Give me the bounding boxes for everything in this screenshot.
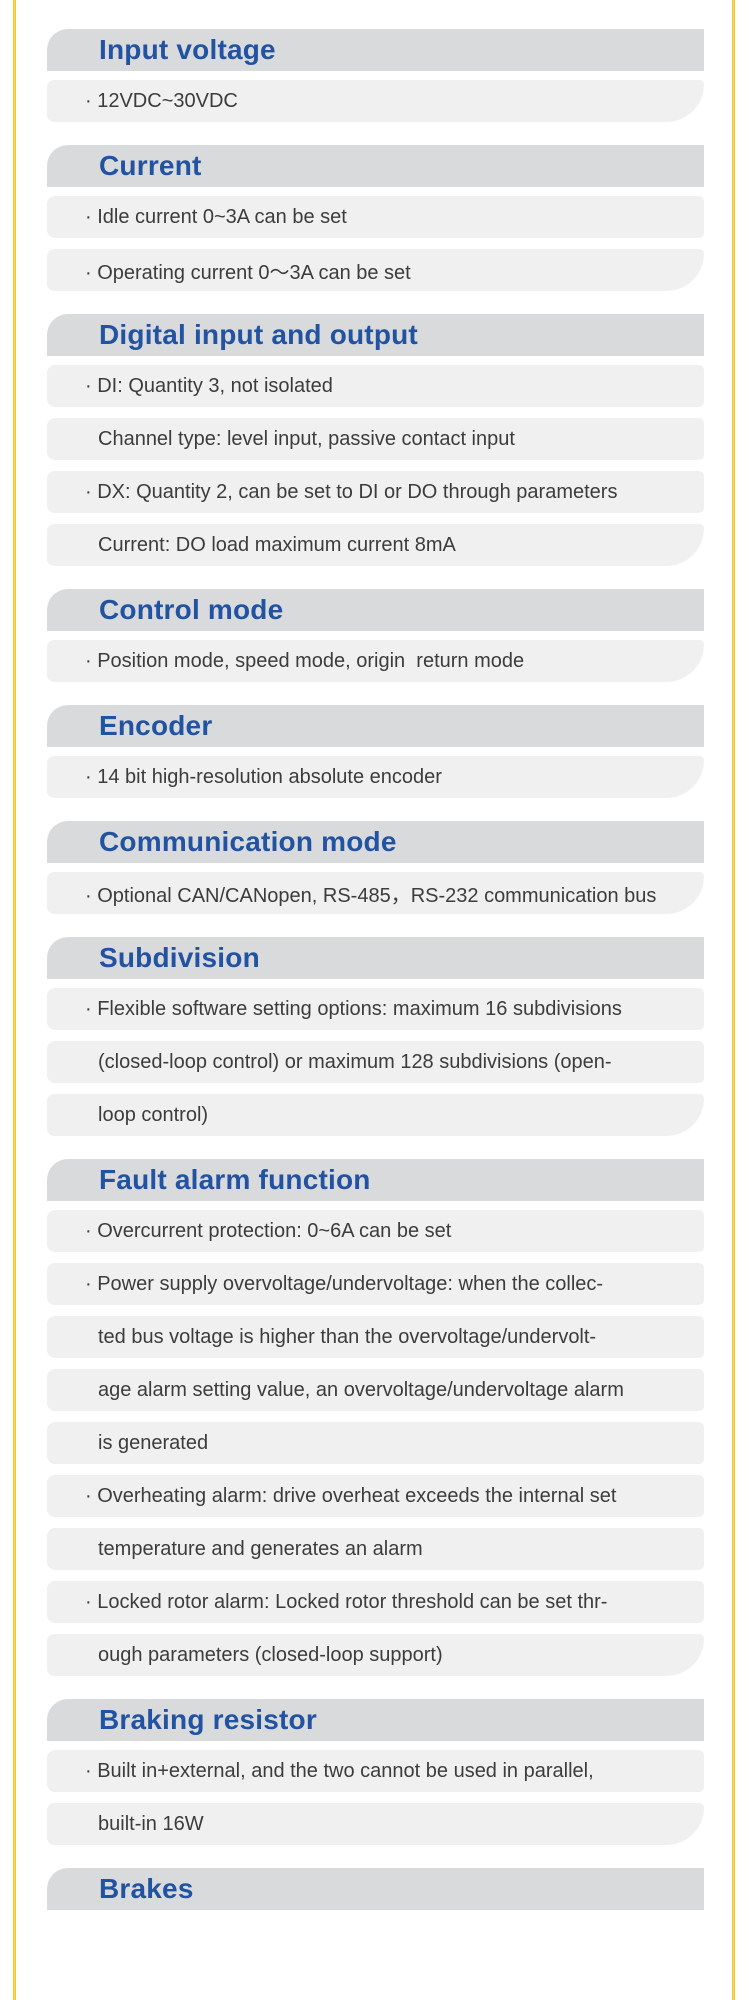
row-text: (closed-loop control) or maximum 128 sub… (98, 1050, 612, 1073)
spec-section: Input voltage · 12VDC~30VDC (47, 29, 704, 122)
row-text: · 12VDC~30VDC (85, 89, 238, 112)
spec-row: Current: DO load maximum current 8mA (47, 524, 704, 566)
spec-row: · DX: Quantity 2, can be set to DI or DO… (47, 471, 704, 513)
row-text: · Optional CAN/CANopen, RS-485，RS-232 co… (85, 884, 657, 907)
spec-row: · Overheating alarm: drive overheat exce… (47, 1475, 704, 1517)
section-title: Brakes (99, 1873, 194, 1904)
section-header: Subdivision (47, 937, 704, 979)
section-title: Communication mode (99, 826, 397, 857)
spec-row: loop control) (47, 1094, 704, 1136)
section-header: Braking resistor (47, 1699, 704, 1741)
row-text: ough parameters (closed-loop support) (98, 1643, 443, 1666)
row-text: temperature and generates an alarm (98, 1537, 423, 1560)
spec-row: ted bus voltage is higher than the overv… (47, 1316, 704, 1358)
spec-row: · Operating current 0～3A can be set (47, 249, 704, 291)
spec-section: Subdivision · Flexible software setting o… (47, 937, 704, 1136)
row-text: · DX: Quantity 2, can be set to DI or DO… (85, 480, 618, 503)
row-text: age alarm setting value, an overvoltage/… (98, 1378, 624, 1401)
spec-row: is generated (47, 1422, 704, 1464)
row-text: · 14 bit high-resolution absolute encode… (85, 765, 442, 788)
spec-row: · Power supply overvoltage/undervoltage:… (47, 1263, 704, 1305)
spec-row: ough parameters (closed-loop support) (47, 1634, 704, 1676)
spec-row: · Locked rotor alarm: Locked rotor thres… (47, 1581, 704, 1623)
row-text: · Idle current 0~3A can be set (85, 205, 347, 228)
section-header: Current (47, 145, 704, 187)
row-text: · Built in+external, and the two cannot … (85, 1759, 594, 1782)
spec-row: · 12VDC~30VDC (47, 80, 704, 122)
section-title: Digital input and output (99, 319, 418, 350)
row-text: built-in 16W (98, 1812, 204, 1835)
spec-section: Encoder · 14 bit high-resolution absolute… (47, 705, 704, 798)
spec-row: age alarm setting value, an overvoltage/… (47, 1369, 704, 1411)
spec-row: · Idle current 0~3A can be set (47, 196, 704, 238)
row-text: · Power supply overvoltage/undervoltage:… (85, 1272, 604, 1295)
section-header: Control mode (47, 589, 704, 631)
row-text: is generated (98, 1431, 209, 1454)
spec-row: · Optional CAN/CANopen, RS-485，RS-232 co… (47, 872, 704, 914)
section-title: Braking resistor (99, 1704, 317, 1735)
spec-row: (closed-loop control) or maximum 128 sub… (47, 1041, 704, 1083)
spec-row: built-in 16W (47, 1803, 704, 1845)
row-text: Channel type: level input, passive conta… (98, 427, 515, 450)
section-title: Input voltage (99, 34, 276, 65)
spec-section: Braking resistor · Built in+external, and… (47, 1699, 704, 1845)
row-text: · DI: Quantity 3, not isolated (85, 374, 333, 397)
spec-section: Current · Idle current 0~3A can be set · O… (47, 145, 704, 291)
spec-row: temperature and generates an alarm (47, 1528, 704, 1570)
spec-section: Fault alarm function · Overcurrent protec… (47, 1159, 704, 1676)
row-text: ted bus voltage is higher than the overv… (98, 1325, 597, 1348)
spec-section: Control mode · Position mode, speed mode,… (47, 589, 704, 682)
section-header: Fault alarm function (47, 1159, 704, 1201)
spec-row: · Flexible software setting options: max… (47, 988, 704, 1030)
section-title: Encoder (99, 710, 213, 741)
row-text: · Position mode, speed mode, origin retu… (85, 649, 525, 672)
section-title: Current (99, 150, 202, 181)
section-header: Brakes (47, 1868, 704, 1910)
row-text: loop control) (98, 1103, 209, 1126)
right-border-line (732, 0, 735, 2000)
section-header: Input voltage (47, 29, 704, 71)
spec-row: Channel type: level input, passive conta… (47, 418, 704, 460)
row-text: Current: DO load maximum current 8mA (98, 533, 456, 556)
row-text: · Locked rotor alarm: Locked rotor thres… (85, 1590, 608, 1613)
spec-section: Communication mode · Optional CAN/CANopen… (47, 821, 704, 914)
spec-row: · Built in+external, and the two cannot … (47, 1750, 704, 1792)
section-title: Subdivision (99, 942, 260, 973)
left-border-line (13, 0, 16, 2000)
spec-row: · DI: Quantity 3, not isolated (47, 365, 704, 407)
spec-row: · Position mode, speed mode, origin retu… (47, 640, 704, 682)
section-header: Encoder (47, 705, 704, 747)
spec-section: Digital input and output · DI: Quantity 3… (47, 314, 704, 566)
spec-row: · 14 bit high-resolution absolute encode… (47, 756, 704, 798)
section-header: Communication mode (47, 821, 704, 863)
section-header: Digital input and output (47, 314, 704, 356)
section-title: Fault alarm function (99, 1164, 371, 1195)
spec-section: Brakes (47, 1868, 704, 1910)
row-text: · Flexible software setting options: max… (85, 997, 622, 1020)
row-text: · Operating current 0～3A can be set (85, 261, 411, 284)
spec-row: · Overcurrent protection: 0~6A can be se… (47, 1210, 704, 1252)
section-title: Control mode (99, 594, 284, 625)
row-text: · Overcurrent protection: 0~6A can be se… (85, 1219, 452, 1242)
row-text: · Overheating alarm: drive overheat exce… (85, 1484, 617, 1507)
spec-sheet: Input voltage · 12VDC~30VDC Current · Idle … (47, 29, 704, 1933)
